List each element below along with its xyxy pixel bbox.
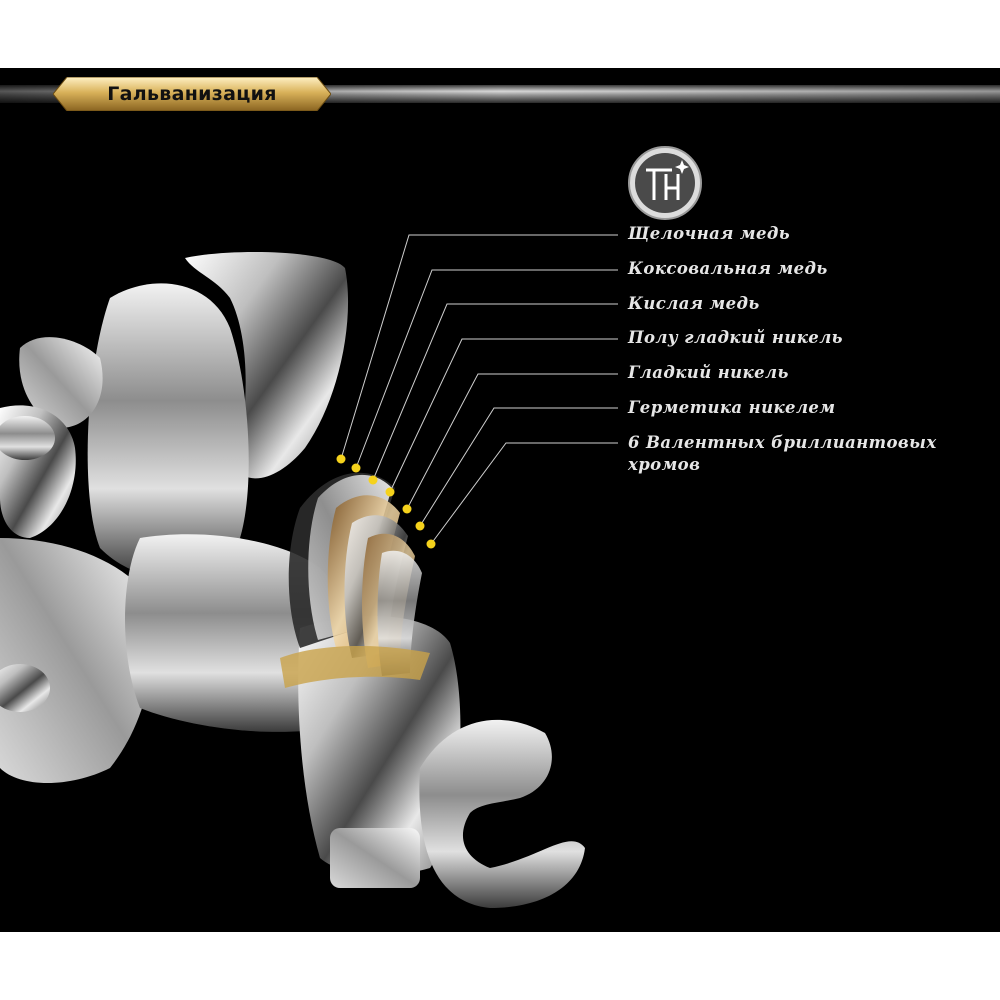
- faucet-cross-section-image: [0, 252, 585, 908]
- layer-dot: [426, 539, 436, 549]
- page-title: Гальванизация: [107, 83, 277, 105]
- layer-dot: [415, 521, 425, 531]
- layer-label-semi-bright-nickel: Полу гладкий никель: [628, 328, 843, 347]
- layer-label-acid-copper: Кислая медь: [628, 294, 760, 313]
- layer-dot: [385, 487, 395, 497]
- layer-label-bright-nickel: Гладкий никель: [628, 363, 789, 382]
- layer-dot: [402, 504, 412, 514]
- layer-leader-lines: [336, 234, 618, 549]
- layer-label-coking-copper: Коксовальная медь: [628, 259, 828, 278]
- layer-label-nickel-seal: Герметика никелем: [628, 398, 836, 417]
- plating-brand-icon: [628, 146, 702, 220]
- title-badge: [53, 77, 331, 111]
- galvanization-panel: Гальванизация: [0, 68, 1000, 932]
- layer-dot: [336, 454, 346, 464]
- layer-dot: [351, 463, 361, 473]
- layer-label-alkaline-copper: Щелочная медь: [628, 224, 791, 243]
- layer-label-chrome: 6 Валентных бриллиантовых хромов: [628, 433, 937, 474]
- plating-layers-cutaway: [280, 472, 430, 688]
- layer-dot: [368, 475, 378, 485]
